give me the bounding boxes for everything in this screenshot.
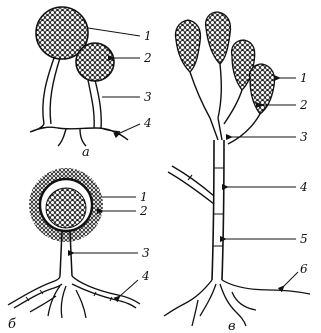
label-a4: 4 [143,116,152,130]
panel-c-penicillium: 1 2 3 4 5 6 в [164,12,310,333]
tassel-4 [250,64,275,114]
sporangiophore-1 [43,58,60,124]
label-line-a4 [120,124,140,133]
side-hypha [168,166,214,204]
label-c4: 4 [299,180,308,194]
conidia-chains [176,12,275,114]
mycelium-c [164,280,310,326]
mycelium-b [8,276,140,318]
label-line-c6 [284,272,298,286]
vesicle-inner [46,188,86,228]
panel-letter-c: в [228,319,236,333]
label-c6: 6 [300,262,308,276]
label-c3: 3 [300,130,308,144]
sporangium-small [76,43,114,81]
label-b2: 2 [139,204,148,218]
label-c1: 1 [300,71,308,85]
conidiophore-c [212,140,224,280]
panel-letter-b: б [8,317,16,332]
label-b3: 3 [142,246,150,260]
label-a3: 3 [144,90,152,104]
panel-letter-a: а [82,145,90,160]
panel-b-aspergillus: 1 2 3 4 б [8,168,150,332]
label-b4: 4 [141,269,150,283]
sporangiophore-2 [88,80,101,128]
label-line-b4 [120,280,138,296]
label-a2: 2 [143,51,152,65]
tassel-1 [176,20,201,72]
label-b1: 1 [140,190,148,204]
label-line-a1 [88,28,140,36]
label-c2: 2 [299,98,308,112]
label-a1: 1 [144,29,152,43]
tassel-2 [206,12,231,64]
panel-a-mucor: 1 2 3 4 а [30,7,152,160]
mycelium-a [30,124,128,146]
label-c5: 5 [300,232,308,246]
